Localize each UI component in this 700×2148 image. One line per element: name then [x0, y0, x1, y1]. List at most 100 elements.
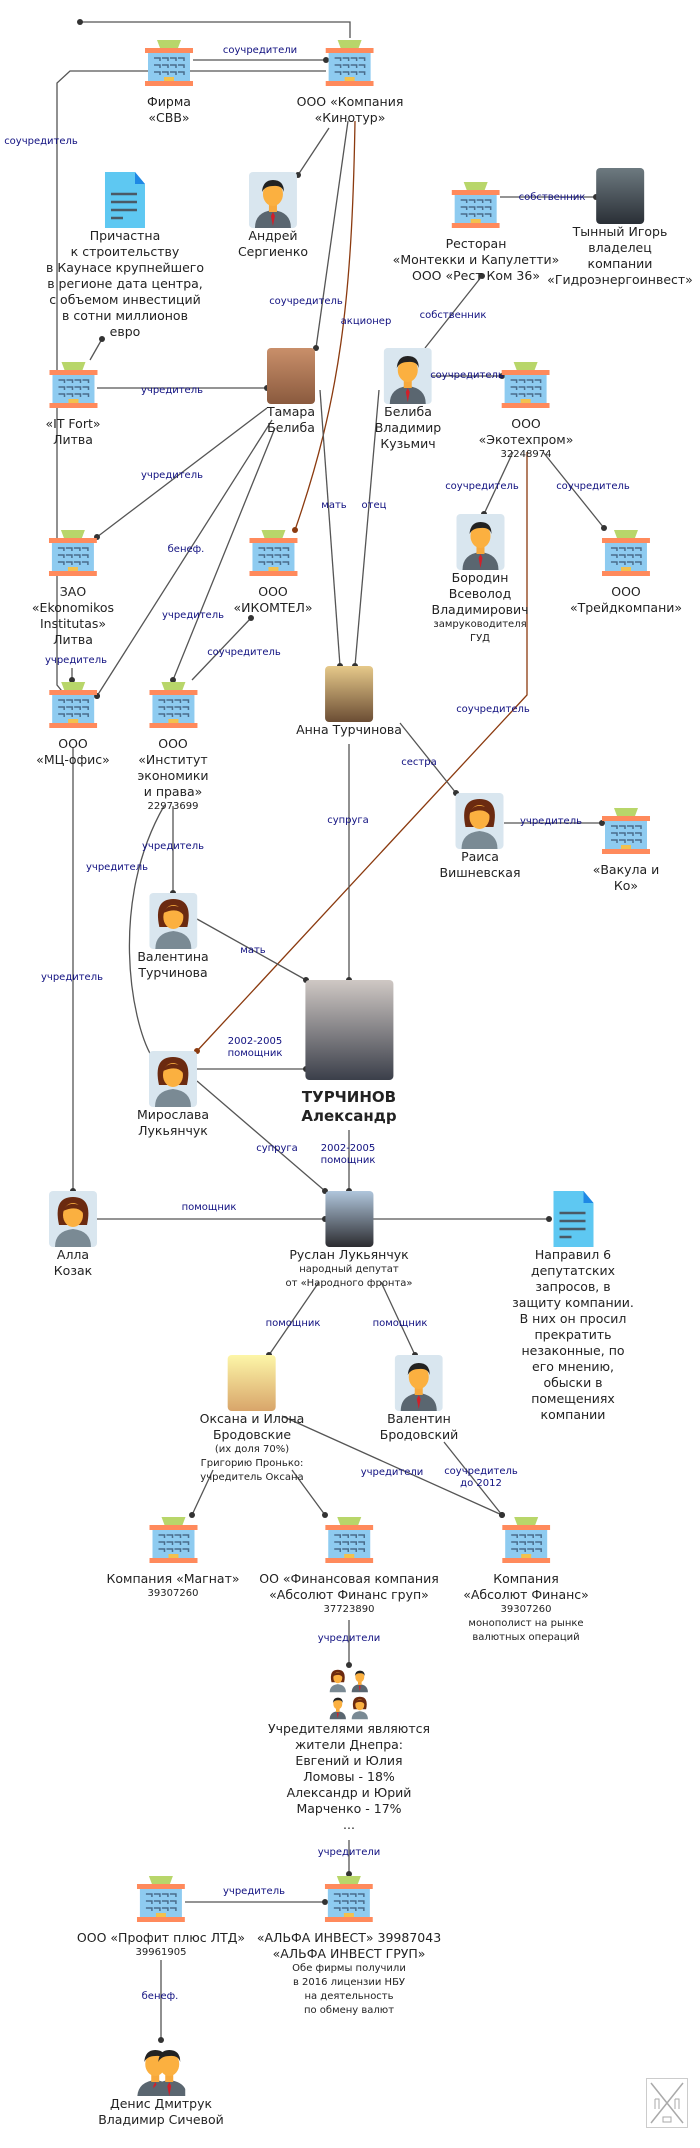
edge-label: учредители — [317, 1633, 381, 1644]
edge-endpoint — [170, 677, 176, 683]
edge — [191, 617, 252, 681]
node-label: ООО «Институт экономики и права» — [137, 736, 209, 799]
node-sub: 39307260 — [147, 1588, 199, 1599]
node-label: Денис Дмитрук Владимир Сичевой — [98, 2096, 224, 2127]
node-miroslava[interactable]: Мирослава Лукьянчук — [137, 1051, 209, 1139]
photo-anna — [324, 666, 373, 722]
edge — [483, 451, 514, 515]
building-icon — [501, 1515, 550, 1571]
node-deputy-note[interactable]: Направил 6 депутатских запросов, в защит… — [510, 1191, 637, 1423]
node-alla[interactable]: Алла Козак — [49, 1191, 97, 1279]
photo-turchinov — [305, 980, 393, 1080]
node-label: ТУРЧИНОВ Александр — [301, 1088, 397, 1125]
person-male-icon — [395, 1355, 443, 1411]
edge-label: помощник — [265, 1318, 321, 1329]
edge — [80, 21, 351, 38]
node-treidkompani[interactable]: ООО «Трейдкомпани» — [570, 528, 682, 616]
edge-endpoint — [601, 525, 607, 531]
node-vakula[interactable]: «Вакула и Ко» — [589, 806, 663, 894]
node-raisa[interactable]: Раиса Вишневская — [440, 793, 520, 881]
node-dmitruk[interactable]: Денис Дмитрук Владимир Сичевой — [98, 2040, 224, 2128]
person-female-icon — [49, 1191, 97, 1247]
edge-label: соучредитель — [456, 704, 530, 715]
building-icon — [451, 180, 500, 236]
photo-oksana — [228, 1355, 276, 1411]
node-sub: 32248974 — [500, 449, 552, 460]
node-tynny[interactable]: Тынный Игорь владелец компании «Гидроэне… — [547, 168, 693, 288]
edge-highlight — [196, 452, 528, 1052]
node-sub: (их доля 70%) Григорию Пронько: учредите… — [200, 1444, 304, 1483]
node-absolut-finans[interactable]: Компания «Абсолют Финанс» 39307260 моноп… — [463, 1515, 589, 1645]
node-restoran[interactable]: Ресторан «Монтекки и Капулетти» ООО «Рес… — [392, 180, 560, 284]
edge-label: учредитель — [141, 841, 205, 852]
node-ikomtel[interactable]: ООО «ИКОМТЕЛ» — [233, 528, 313, 616]
document-icon — [549, 1191, 597, 1247]
node-mts-ofis[interactable]: ООО «МЦ-офис» — [36, 680, 110, 768]
node-dnipro-group[interactable]: Учредителями являются жители Днепра: Евг… — [268, 1665, 430, 1833]
edge — [89, 338, 103, 361]
node-absolut-grup[interactable]: ОО «Финансовая компания «Абсолют Финанс … — [259, 1515, 439, 1617]
node-label: Ресторан «Монтекки и Капулетти» ООО «Рес… — [392, 236, 560, 283]
edge — [96, 419, 273, 697]
edge — [128, 805, 165, 1058]
node-tamara[interactable]: Тамара Белиба — [267, 348, 315, 436]
node-kinotur[interactable]: ООО «Компания «Кинотур» — [297, 38, 403, 126]
person-male-icon — [455, 514, 504, 570]
edge-label: учредитель — [140, 470, 204, 481]
edge-label: соучредитель — [430, 370, 504, 381]
node-valentina[interactable]: Валентина Турчинова — [137, 893, 209, 981]
edge — [196, 1080, 326, 1192]
person-female-icon — [148, 1051, 197, 1107]
node-profit[interactable]: ООО «Профит плюс ЛТД» 39961905 — [77, 1874, 245, 1960]
edge — [196, 918, 307, 981]
edge — [315, 120, 349, 349]
node-turchinov[interactable]: ТУРЧИНОВ Александр — [301, 980, 397, 1126]
edge-label: мать — [240, 945, 266, 956]
node-anna[interactable]: Анна Турчинова — [296, 666, 402, 738]
node-itfort[interactable]: «IT Fort» Литва — [45, 360, 101, 448]
node-ekonomikos[interactable]: ЗАО «Ekonomikos Institutas» Литва — [32, 528, 114, 648]
edge-label: учредитель — [44, 655, 108, 666]
node-label: «Вакула и Ко» — [592, 862, 660, 893]
node-sergienko[interactable]: Андрей Сергиенко — [238, 172, 308, 260]
node-ekotehprom[interactable]: ООО «Экотехпром» 32248974 — [478, 360, 574, 462]
node-label: Валентина Турчинова — [137, 949, 209, 980]
node-sub: народный депутат от «Народного фронта» — [285, 1264, 413, 1289]
node-kaunas-note[interactable]: Причастна к строительству в Каунасе круп… — [46, 172, 204, 340]
edge — [291, 1469, 326, 1516]
node-label: ОО «Финансовая компания «Абсолют Финанс … — [259, 1571, 439, 1602]
node-label: Учредителями являются жители Днепра: Евг… — [268, 1721, 430, 1832]
edge-label: учредитель — [140, 385, 204, 396]
edge-label: учредители — [360, 1467, 424, 1478]
node-label: «АЛЬФА ИНВЕСТ» 39987043 «АЛЬФА ИНВЕСТ ГР… — [256, 1930, 442, 1961]
edge-endpoint — [158, 2037, 164, 2043]
node-label: Тамара Белиба — [267, 404, 315, 435]
edge-label: учредитель — [519, 816, 583, 827]
edge-label: учредители — [317, 1847, 381, 1858]
node-label: Бородин Всеволод Владимирович — [431, 570, 529, 617]
building-icon — [145, 38, 193, 94]
node-magnat[interactable]: Компания «Магнат» 39307260 — [107, 1515, 240, 1601]
node-valentin[interactable]: Валентин Бродовский — [380, 1355, 458, 1443]
node-label: ООО «Экотехпром» — [478, 416, 574, 447]
node-vladimir-beliba[interactable]: Белиба Владимир Кузьмич — [375, 348, 441, 452]
edge-label: акционер — [340, 316, 392, 327]
node-alfa[interactable]: «АЛЬФА ИНВЕСТ» 39987043 «АЛЬФА ИНВЕСТ ГР… — [257, 1874, 441, 2018]
node-institut[interactable]: ООО «Институт экономики и права» 2297369… — [137, 680, 209, 814]
edge — [399, 722, 457, 794]
node-sub: 39307260 монополист на рынке валютных оп… — [468, 1604, 584, 1643]
node-borodin[interactable]: Бородин Всеволод Владимирович замруковод… — [431, 514, 529, 646]
building-icon — [136, 1874, 185, 1930]
person-female-icon — [455, 793, 504, 849]
node-firm-svv[interactable]: Фирма «СВВ» — [145, 38, 193, 126]
edge-label: супруга — [256, 1143, 298, 1154]
node-label: Фирма «СВВ» — [147, 94, 191, 125]
edge — [268, 1281, 320, 1356]
node-ruslan[interactable]: Руслан Лукьянчук народный депутат от «На… — [285, 1191, 413, 1291]
building-icon — [248, 528, 297, 584]
node-sub: 39961905 — [135, 1947, 187, 1958]
node-oksana[interactable]: Оксана и Илона Бродовские (их доля 70%) … — [200, 1355, 304, 1485]
edge-label: учредитель — [85, 862, 149, 873]
edge-label: соучредители — [222, 45, 298, 56]
